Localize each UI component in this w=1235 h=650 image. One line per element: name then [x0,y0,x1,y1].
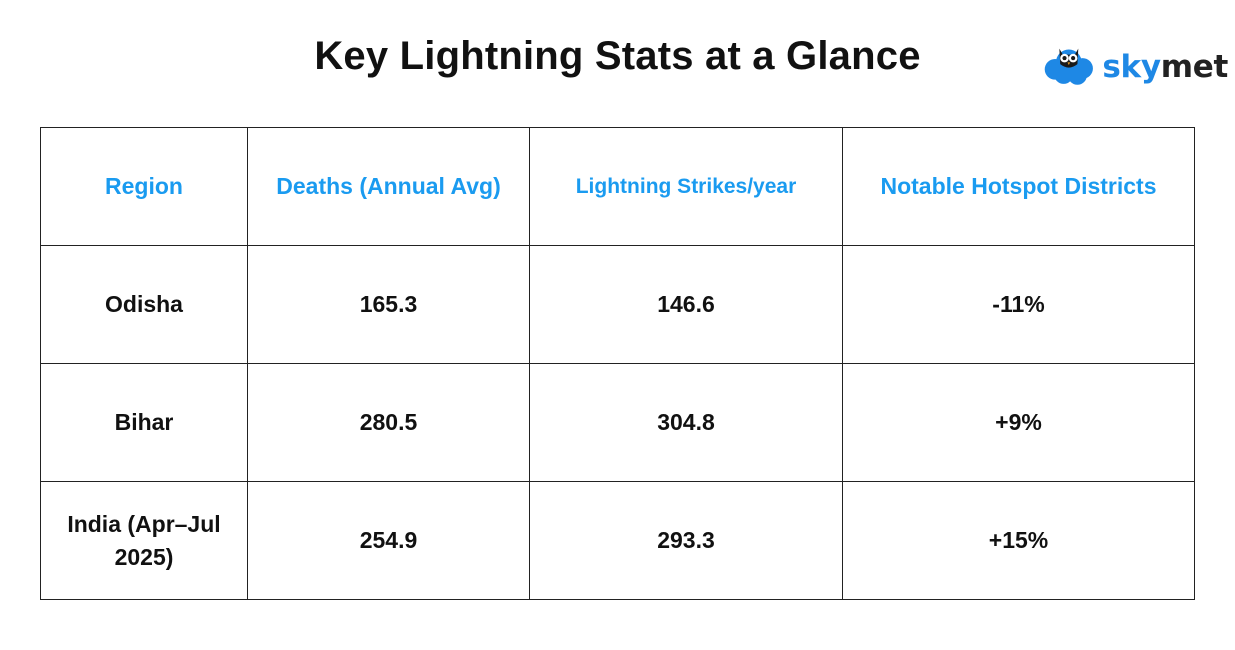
table-row: Bihar 280.5 304.8 +9% [40,363,1195,482]
logo-text-accent: sky [1102,49,1161,85]
cell-deaths: 280.5 [247,363,530,482]
cell-strikes: 304.8 [529,363,843,482]
cell-region: India (Apr–Jul 2025) [40,481,248,600]
header-deaths: Deaths (Annual Avg) [247,127,530,246]
table-header-row: Region Deaths (Annual Avg) Lightning Str… [40,127,1195,246]
cell-strikes: 293.3 [529,481,843,600]
page-title: Key Lightning Stats at a Glance [314,34,921,78]
cell-deaths: 165.3 [247,245,530,364]
cell-region: Bihar [40,363,248,482]
cell-hotspot: +15% [842,481,1195,600]
logo-text-rest: met [1160,49,1229,85]
cell-region: Odisha [40,245,248,364]
owl-cloud-icon [1044,48,1093,85]
table-row: Odisha 165.3 146.6 -11% [40,245,1195,364]
logo-wordmark: skymet [1102,49,1228,85]
cell-deaths: 254.9 [247,481,530,600]
cell-strikes: 146.6 [529,245,843,364]
skymet-logo: skymet [1043,40,1228,90]
header-hotspot: Notable Hotspot Districts [842,127,1195,246]
cell-hotspot: +9% [842,363,1195,482]
header-strikes: Lightning Strikes/year [529,127,843,246]
cell-hotspot: -11% [842,245,1195,364]
table-row: India (Apr–Jul 2025) 254.9 293.3 +15% [40,481,1195,600]
lightning-stats-table: Region Deaths (Annual Avg) Lightning Str… [40,127,1195,600]
header-region: Region [40,127,248,246]
